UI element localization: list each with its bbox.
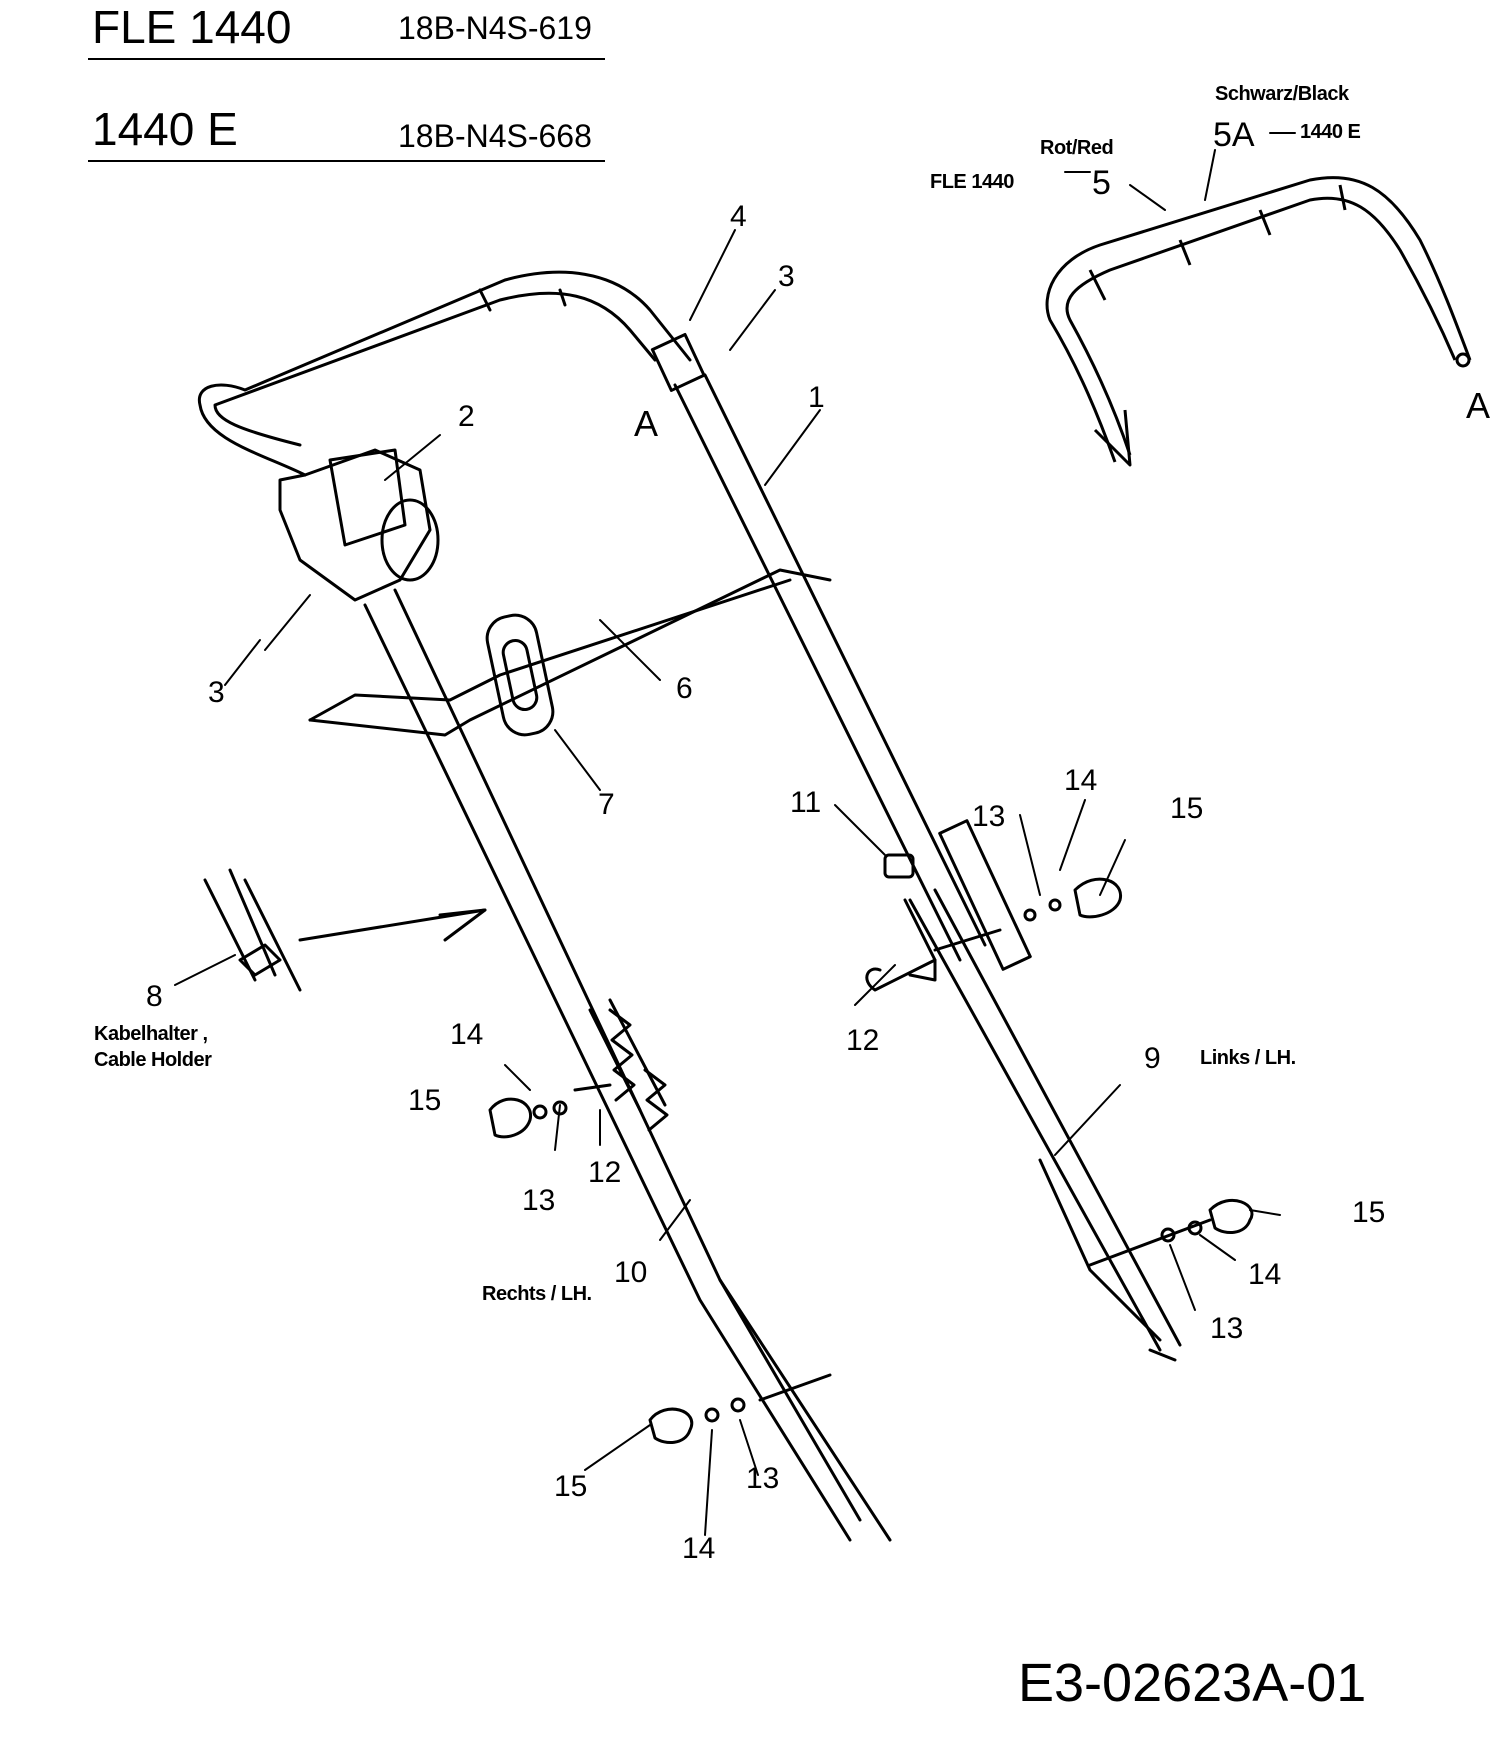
callout-4: 4 [730, 200, 747, 233]
replacement-upper-handle [1045, 176, 1472, 467]
color-label-black: Schwarz/Black [1215, 83, 1349, 105]
left-side-label: Links / LH. [1200, 1047, 1296, 1069]
callout-13-lower-right: 13 [1210, 1312, 1244, 1345]
cable-holder-detail [203, 868, 302, 992]
knob-15-left-mid [488, 1097, 532, 1139]
callout-14-left: 14 [450, 1018, 484, 1051]
callout-1: 1 [808, 381, 825, 414]
switch-box [278, 448, 432, 602]
upper-handle-bar-inner [213, 291, 657, 447]
spring-left [608, 1008, 636, 1102]
callout-12-right: 12 [846, 1024, 880, 1057]
header-rule-2 [88, 160, 605, 162]
part-code-fle1440: 18B-N4S-619 [398, 10, 592, 46]
callout-5a: 5A [1213, 116, 1255, 154]
bolt-12-right [865, 958, 937, 992]
callout-7: 7 [598, 788, 615, 821]
cable-guide-bar [308, 568, 832, 737]
callout-11: 11 [790, 786, 822, 819]
callout-12-left: 12 [588, 1156, 622, 1189]
callout-3-left: 3 [208, 676, 225, 709]
leader-lines [174, 132, 1296, 1536]
knob-15-right-mid [1073, 877, 1122, 919]
callout-14-bottom: 14 [682, 1532, 716, 1565]
cable-guide-loop [485, 613, 555, 737]
callout-9: 9 [1144, 1042, 1161, 1075]
variant-label-5: FLE 1440 [930, 171, 1014, 193]
ref-a-right: A [1466, 385, 1491, 426]
left-tube [363, 588, 892, 1542]
drawing-number: E3-02623A-01 [1018, 1653, 1367, 1713]
variant-label-5a: 1440 E [1300, 121, 1361, 143]
model-name-1440e: 1440 E [92, 103, 238, 155]
callout-15-bottom: 15 [554, 1470, 588, 1503]
ref-a-left: A [634, 403, 659, 444]
callout-15-left: 15 [408, 1084, 442, 1117]
callout-10: 10 [614, 1256, 648, 1289]
callout-13-right: 13 [972, 800, 1006, 833]
callout-15-right: 15 [1170, 792, 1204, 825]
callout-15-lower-right: 15 [1352, 1196, 1386, 1229]
knob-15-bottom [648, 1407, 694, 1444]
color-label-red: Rot/Red [1040, 137, 1114, 159]
lower-right-tube [908, 888, 1182, 1352]
knob-15-right-low [1208, 1198, 1254, 1234]
callout-5: 5 [1092, 164, 1111, 202]
part-code-1440e: 18B-N4S-668 [398, 118, 592, 154]
callout-8: 8 [146, 980, 163, 1013]
callout-13-bottom: 13 [746, 1462, 780, 1495]
header-rule-1 [88, 58, 605, 60]
cable-holder-label-en: Cable Holder [94, 1049, 212, 1071]
handle-clamp [650, 332, 706, 392]
right-tube [673, 373, 987, 962]
model-name-fle1440: FLE 1440 [92, 1, 292, 53]
callout-3-top: 3 [778, 260, 795, 293]
right-side-label: Rechts / LH. [482, 1283, 592, 1305]
callout-14-lower-right: 14 [1248, 1258, 1282, 1291]
upper-handle-bar [197, 270, 692, 477]
callout-6: 6 [676, 672, 693, 705]
cable-holder-label-de: Kabelhalter , [94, 1023, 208, 1045]
plug-part-11 [883, 853, 915, 879]
callout-13-left: 13 [522, 1184, 556, 1217]
callout-14-right: 14 [1064, 764, 1098, 797]
callout-2: 2 [458, 400, 475, 433]
